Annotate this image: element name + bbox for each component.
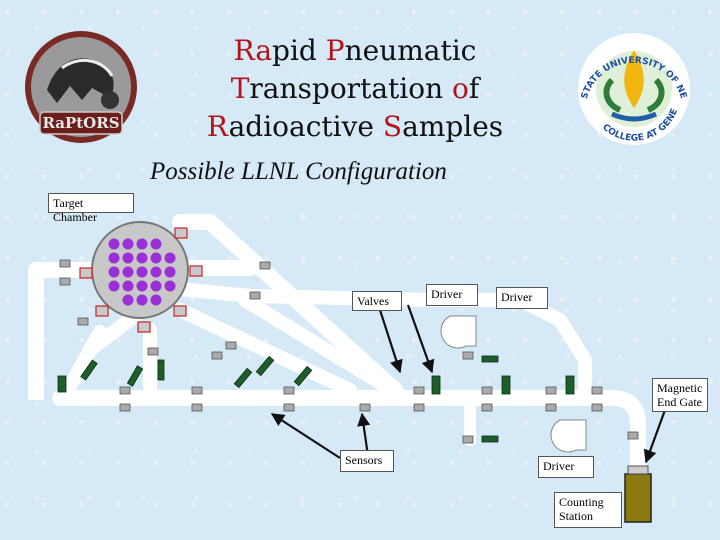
sample-slot xyxy=(136,280,148,292)
title-word: amples xyxy=(402,110,504,143)
page-title: Rapid Pneumatic Transportation of Radioa… xyxy=(170,32,540,146)
subtitle: Possible LLNL Configuration xyxy=(150,158,447,185)
title-word: f xyxy=(468,72,480,105)
driver-label-2: Driver xyxy=(496,287,548,309)
driver1-pointer xyxy=(406,304,435,374)
upper-branch-tube xyxy=(172,214,403,398)
valves-pointer xyxy=(378,309,403,374)
valves-label: Valves xyxy=(352,291,402,311)
sample-slot xyxy=(150,266,162,278)
sample-slot xyxy=(150,280,162,292)
title-initial: Ra xyxy=(233,34,273,67)
counting-station-label: Counting Station xyxy=(554,492,622,528)
title-initial: R xyxy=(206,110,229,143)
sample-slot xyxy=(136,266,148,278)
title-line-1: Rapid Pneumatic xyxy=(170,32,540,70)
driver-label-1: Driver xyxy=(426,284,478,306)
sample-slot xyxy=(108,252,120,264)
sample-slot xyxy=(108,238,120,250)
raptors-logo-icon: RaPtORS xyxy=(25,31,137,143)
end-gate-pointer xyxy=(643,409,667,464)
sample-slot xyxy=(122,266,134,278)
target-chamber-icon xyxy=(91,221,189,319)
title-initial: P xyxy=(325,34,345,67)
driver-2-bellows xyxy=(550,419,587,453)
valves xyxy=(57,355,575,443)
sensors-label: Sensors xyxy=(340,450,394,472)
sensors-pointer-right xyxy=(357,412,371,457)
chamber-ports xyxy=(79,227,203,333)
driver-label-3: Driver xyxy=(538,456,594,478)
title-initial: o xyxy=(452,72,469,105)
suny-geneseo-seal-icon: STATE UNIVERSITY OF NEW YORK COLLEGE AT … xyxy=(572,30,690,145)
title-initial: T xyxy=(230,72,250,105)
sample-slot xyxy=(122,294,134,306)
tube-to-counting xyxy=(604,390,646,478)
sample-slot xyxy=(122,252,134,264)
title-word: ransportation xyxy=(249,72,453,105)
sample-slot xyxy=(150,252,162,264)
target-chamber-label: Target Chamber xyxy=(48,193,134,224)
title-word: pid xyxy=(272,34,326,67)
counting-station-icon xyxy=(624,473,652,523)
left-end-block xyxy=(28,300,44,400)
sample-slot xyxy=(136,252,148,264)
title-line-2: Transportation of xyxy=(170,70,540,108)
sample-slot xyxy=(150,294,162,306)
sensors-pointer-left xyxy=(270,413,341,459)
title-line-3: Radioactive Samples xyxy=(170,108,540,146)
sample-slot xyxy=(150,238,162,250)
sample-slot xyxy=(136,294,148,306)
sample-slot xyxy=(164,266,176,278)
title-initial: S xyxy=(382,110,403,143)
sample-slot xyxy=(122,238,134,250)
sample-slot xyxy=(108,280,120,292)
sensor-nodes xyxy=(59,259,639,444)
sample-slot xyxy=(136,238,148,250)
driver-1-bellows xyxy=(440,315,477,349)
sample-slot xyxy=(108,266,120,278)
magnetic-end-gate-label: Magnetic End Gate xyxy=(652,378,708,412)
title-word: adioactive xyxy=(228,110,383,143)
sample-slot xyxy=(122,280,134,292)
title-word: neumatic xyxy=(344,34,477,67)
sample-slot xyxy=(164,280,176,292)
sample-slot xyxy=(164,252,176,264)
svg-text:RaPtORS: RaPtORS xyxy=(42,114,119,132)
